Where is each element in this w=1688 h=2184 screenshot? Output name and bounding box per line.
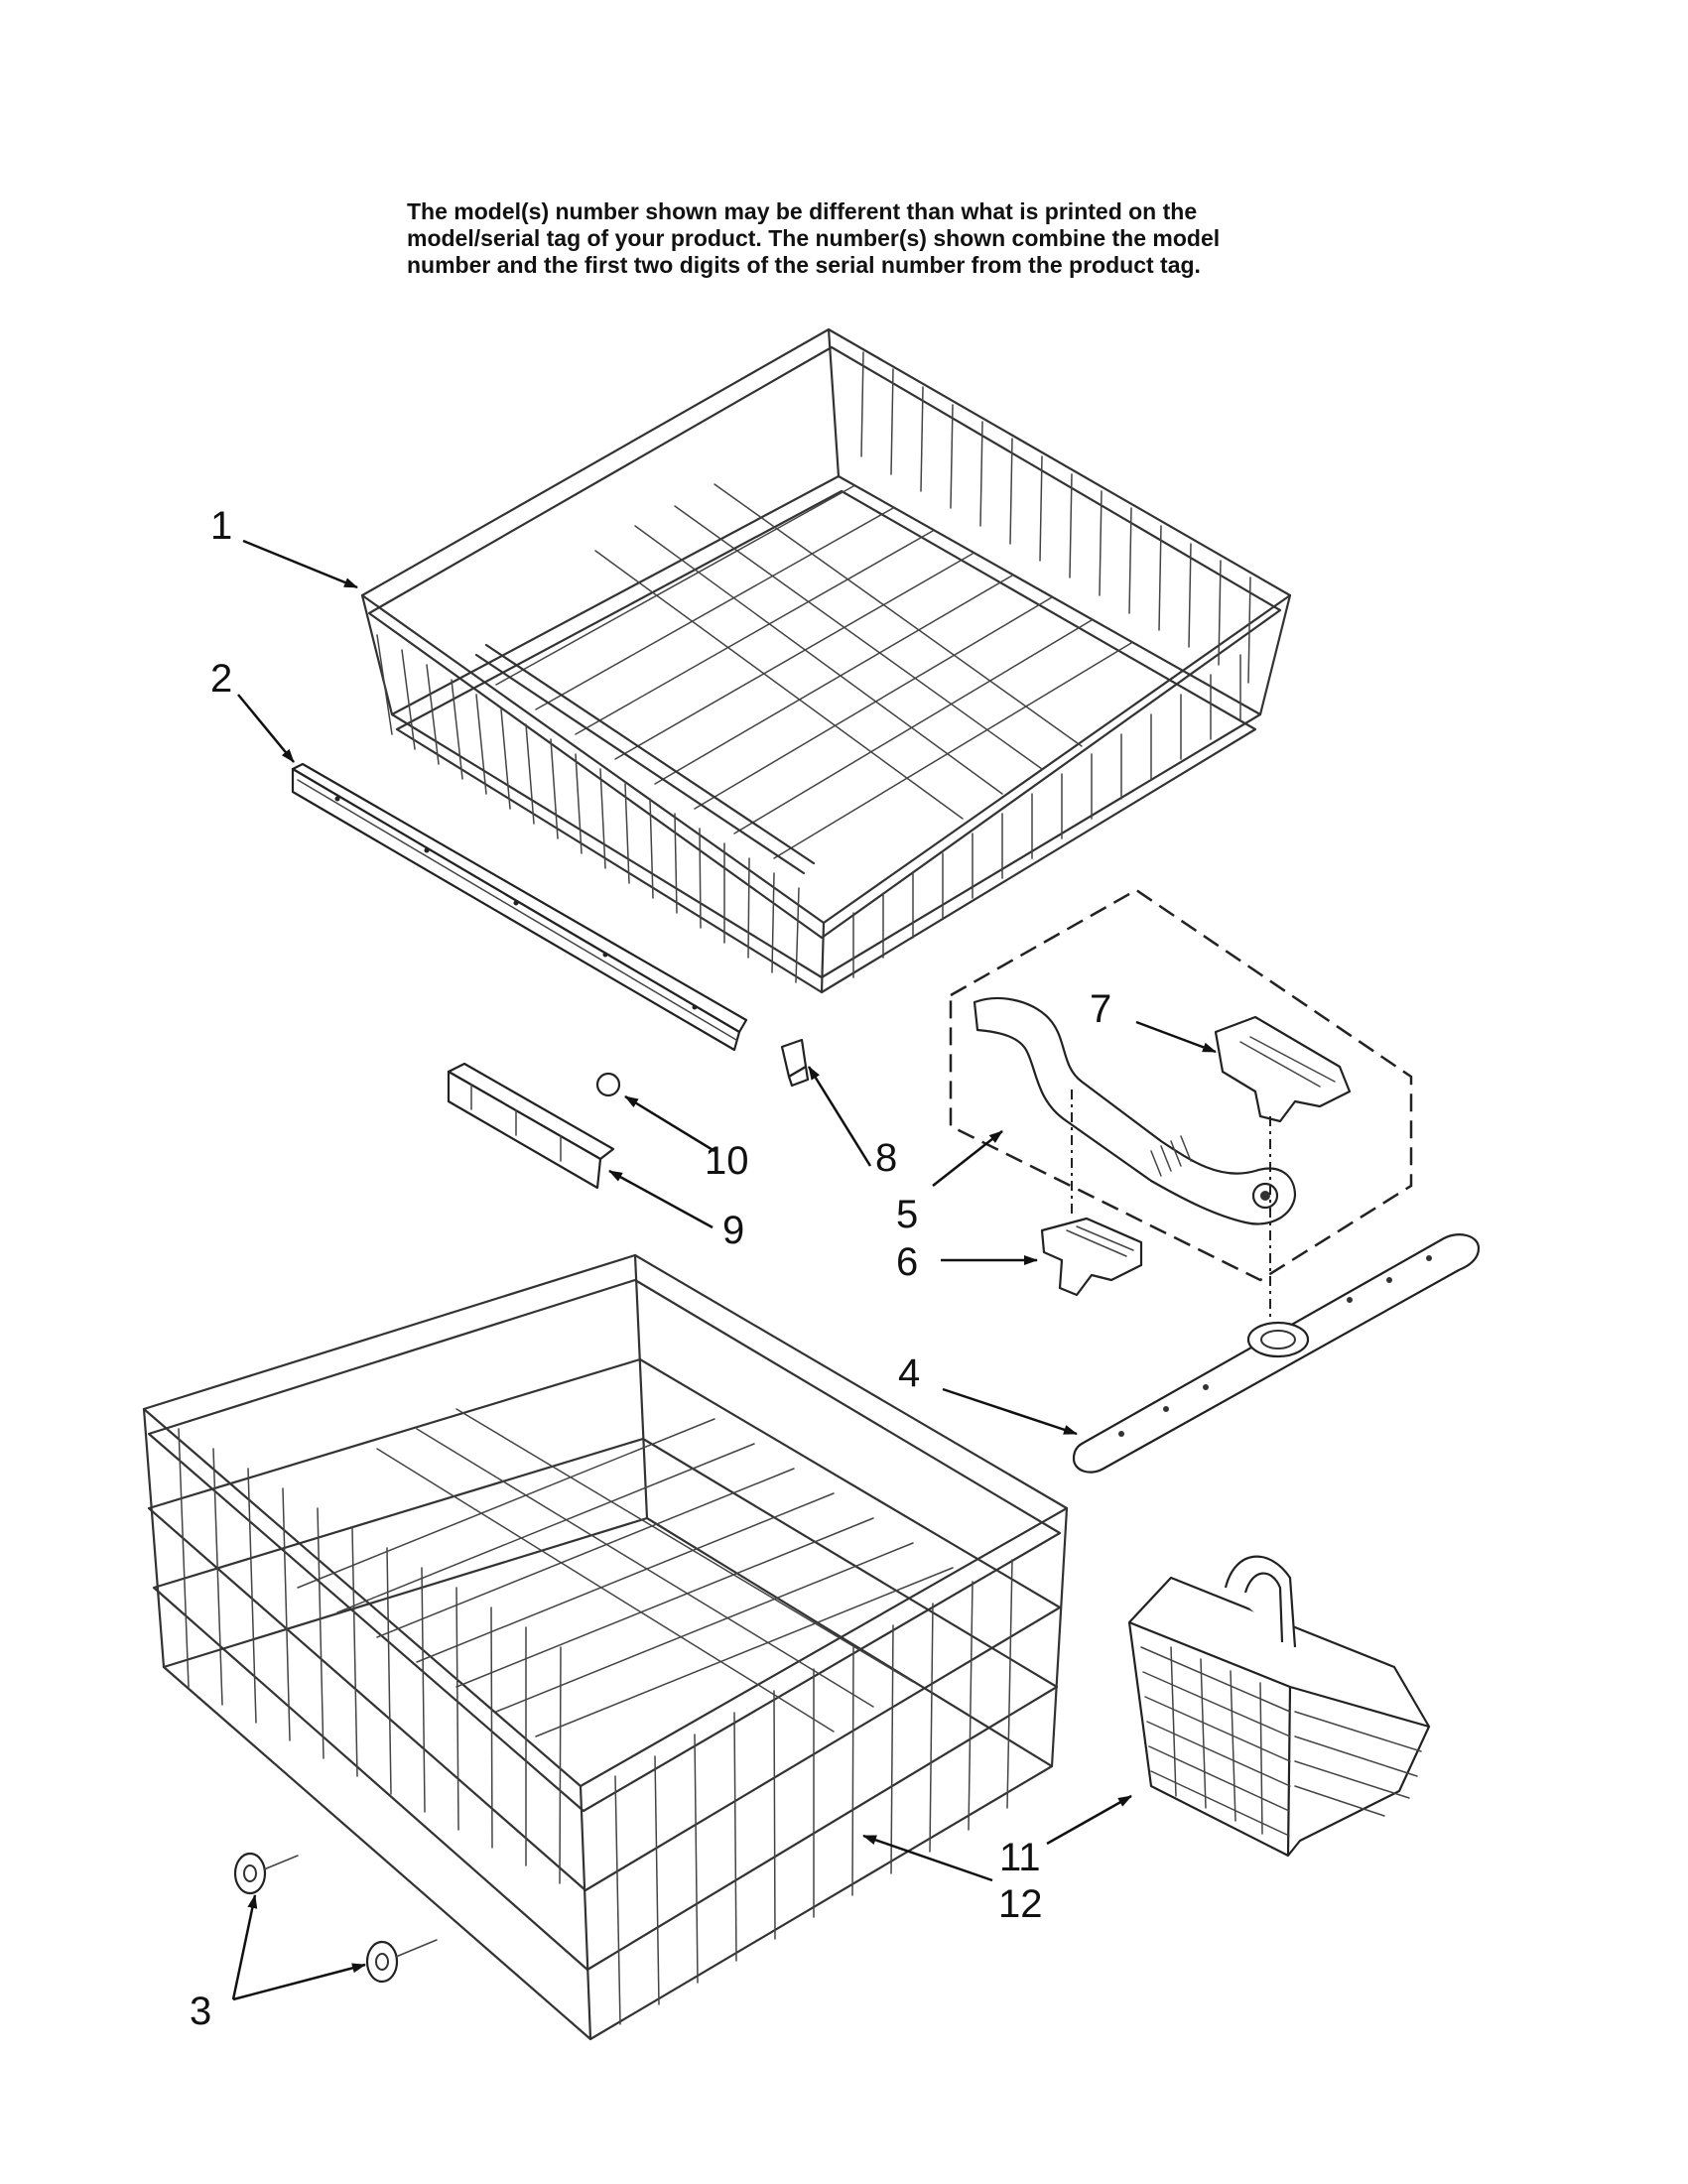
- callout-11: 11: [999, 1836, 1041, 1879]
- lower-rack: [142, 1253, 1069, 2041]
- disclaimer-note: The model(s) number shown may be differe…: [407, 198, 1300, 279]
- callout-6: 6: [896, 1240, 918, 1284]
- diverter-housing: [1214, 1015, 1352, 1123]
- rail-end-stop: [780, 1038, 810, 1088]
- silverware-basket: [1127, 1555, 1431, 1858]
- upper-rack: [360, 327, 1292, 994]
- disclaimer-line-3: number and the first two digits of the s…: [407, 252, 1201, 278]
- callout-5: 5: [896, 1193, 918, 1236]
- callout-8: 8: [875, 1136, 897, 1180]
- callout-12: 12: [998, 1882, 1043, 1926]
- callout-1: 1: [210, 504, 232, 548]
- callout-9: 9: [722, 1209, 744, 1252]
- callout-3: 3: [190, 1990, 211, 2033]
- rack-wheels: [233, 1852, 438, 1984]
- manifold-bearing: [1040, 1217, 1143, 1297]
- callout-4: 4: [898, 1351, 920, 1395]
- disclaimer-line-2: model/serial tag of your product. The nu…: [407, 225, 1221, 251]
- callout-7: 7: [1090, 987, 1111, 1031]
- callout-10: 10: [705, 1139, 749, 1183]
- rack-rail: [291, 762, 748, 1052]
- leader-arrows: [231, 539, 1217, 2001]
- assembly-boundary: [949, 888, 1413, 1282]
- rail-ball: [595, 1072, 621, 1097]
- callout-2: 2: [210, 657, 232, 701]
- rail-clip: [447, 1062, 615, 1190]
- disclaimer-line-1: The model(s) number shown may be differe…: [407, 198, 1198, 224]
- lower-spray-arm: [1072, 1233, 1481, 1474]
